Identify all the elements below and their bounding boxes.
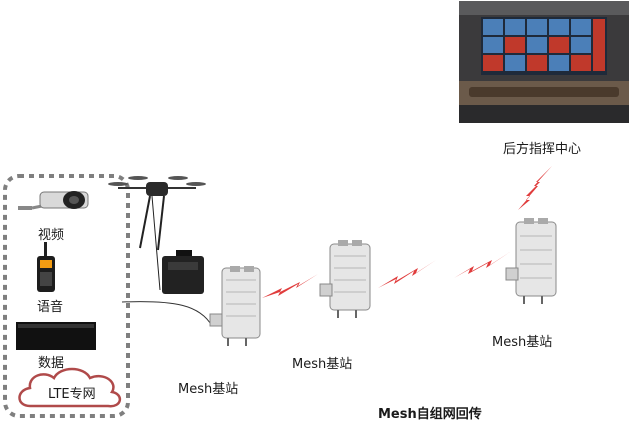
network-caption: Mesh自组网回传: [378, 407, 482, 422]
camera-icon: [18, 191, 89, 210]
portable-station-icon: [162, 250, 204, 294]
video-label: 视频: [38, 228, 65, 243]
connection-cable: [121, 301, 213, 327]
mesh-station-1-label: Mesh基站: [178, 382, 239, 397]
lte-cloud-icon: [18, 367, 121, 408]
command-center-label: 后方指挥中心: [503, 142, 582, 157]
data-terminal-icon: [16, 322, 96, 350]
drone-icon: [108, 176, 206, 291]
terminal-group-frame: [3, 174, 130, 418]
data-label: 数据: [38, 356, 65, 371]
mesh-station-2-icon: [319, 240, 371, 318]
wireless-link-1: [262, 274, 318, 298]
mesh-station-3-label: Mesh基站: [492, 335, 553, 350]
mesh-station-1-icon: [209, 266, 261, 346]
mesh-station-3-icon: [505, 218, 557, 304]
voice-label: 语音: [37, 300, 64, 315]
wireless-link-4: [518, 166, 552, 210]
wireless-link-3: [454, 252, 510, 278]
radio-icon: [37, 242, 55, 292]
wireless-link-2: [378, 260, 436, 288]
lte-label: LTE专网: [48, 387, 96, 402]
mesh-station-2-label: Mesh基站: [292, 357, 353, 372]
command-center-photo: [459, 1, 629, 123]
